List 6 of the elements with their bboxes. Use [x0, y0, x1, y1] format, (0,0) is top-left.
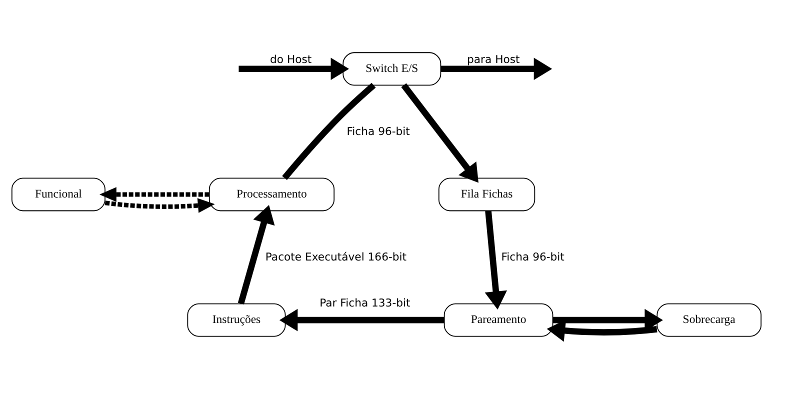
- edge-label: do Host: [270, 53, 312, 66]
- edge-label: Par Ficha 133-bit: [320, 296, 410, 310]
- edge-label: para Host: [467, 53, 520, 66]
- edge-label: Pacote Executável 166-bit: [265, 250, 407, 264]
- edge-label: Ficha 96-bit: [501, 250, 564, 264]
- edge-label: Ficha 96-bit: [346, 124, 410, 138]
